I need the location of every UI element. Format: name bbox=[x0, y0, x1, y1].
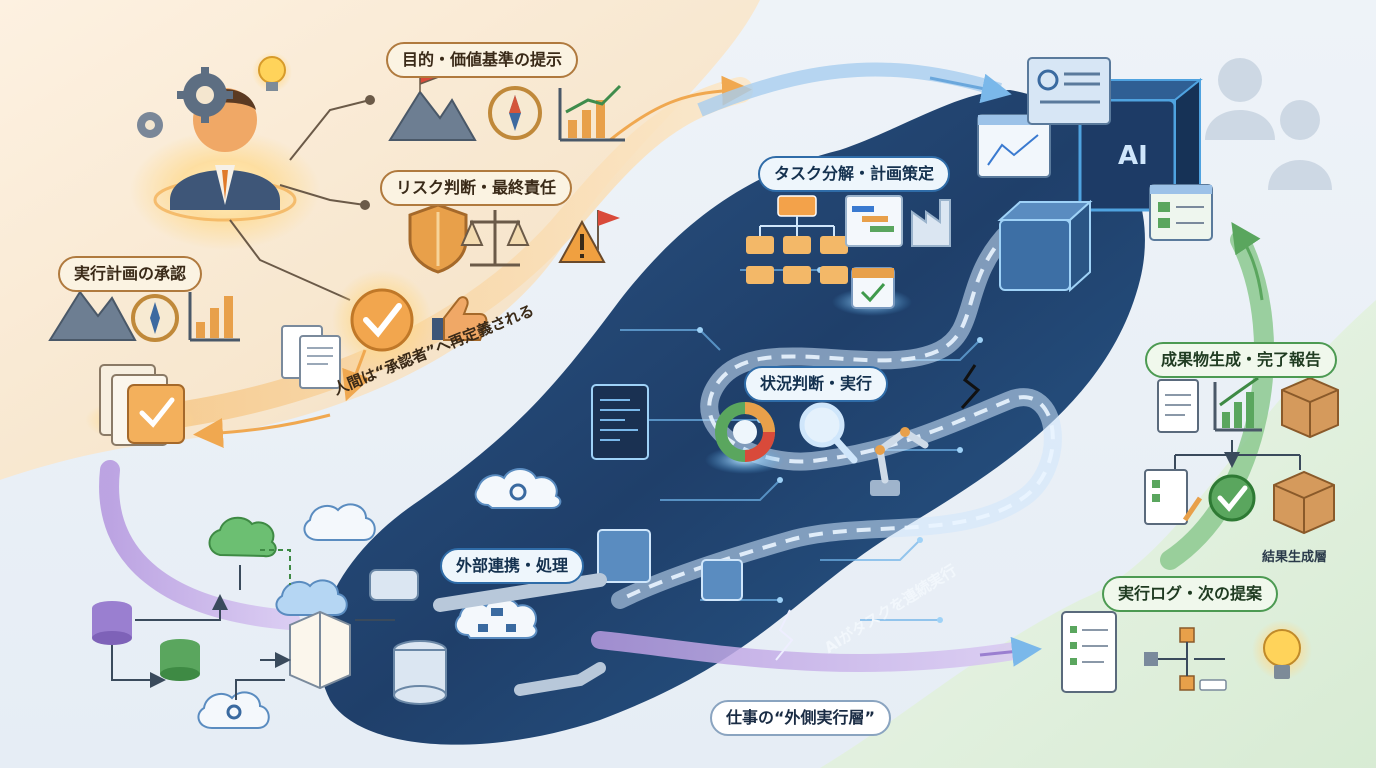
result-zone bbox=[820, 300, 1376, 768]
documents-icon bbox=[281, 325, 341, 389]
log-label: 実行ログ・次の提案 bbox=[1102, 576, 1279, 612]
purple-flow-arc bbox=[99, 460, 300, 630]
document-cube-icon bbox=[289, 610, 351, 690]
scales-icon bbox=[460, 210, 530, 267]
cloud-network-icon bbox=[454, 597, 538, 639]
thumbs-up-icon bbox=[432, 296, 488, 341]
compass-icon bbox=[488, 86, 542, 140]
robot-arm-icon bbox=[870, 427, 929, 496]
approve-check-icon bbox=[332, 270, 432, 370]
green-cloud-icon bbox=[208, 516, 277, 558]
donut-chart-icon bbox=[705, 402, 785, 474]
sync-cloud-icon bbox=[303, 503, 376, 541]
ai-chip-icon bbox=[1077, 77, 1203, 213]
code-window-icon bbox=[591, 384, 649, 460]
growth-chart-green-icon bbox=[1213, 376, 1262, 432]
green-return-arc bbox=[1160, 230, 1274, 570]
gantt-chart-icon bbox=[845, 195, 903, 247]
situation-label: 状況判断・実行 bbox=[744, 366, 889, 402]
result-layer-label: 結果生成層 bbox=[1262, 550, 1328, 565]
key-cloud-icon bbox=[275, 579, 348, 616]
storage-box-icon bbox=[369, 569, 419, 601]
approve-label: 実行計画の承認 bbox=[58, 256, 203, 292]
task-decompose-label: タスク分解・計画策定 bbox=[758, 156, 951, 192]
goals-label: 目的・価値基準の提示 bbox=[386, 42, 579, 78]
mountain-icon bbox=[48, 290, 137, 341]
orange-flow-arc bbox=[127, 77, 753, 433]
lightbulb-icon bbox=[252, 52, 292, 92]
growth-chart-icon bbox=[558, 84, 625, 142]
outer-layer-label: 仕事の“外側実行層” bbox=[710, 700, 892, 736]
flow-network-icon bbox=[1144, 627, 1227, 691]
log-scroll-icon bbox=[1061, 611, 1117, 693]
package-icon bbox=[1281, 376, 1339, 439]
user-silhouettes-icon bbox=[1205, 58, 1332, 190]
pipe-icon bbox=[433, 573, 607, 696]
deliverable-label: 成果物生成・完了報告 bbox=[1145, 342, 1338, 378]
factory-icon bbox=[911, 199, 951, 247]
edit-document-icon bbox=[1144, 469, 1203, 525]
approval-document-icon bbox=[85, 364, 195, 446]
cloud-gear-icon bbox=[474, 468, 562, 509]
database-icon bbox=[393, 640, 447, 705]
idea-bulb-icon bbox=[1252, 620, 1312, 680]
dashboard-icon bbox=[1027, 57, 1111, 125]
data-stack-green-icon bbox=[160, 639, 200, 681]
report-panel-icon bbox=[1149, 184, 1213, 241]
risk-label: リスク判断・最終責任 bbox=[380, 170, 573, 206]
settings-cloud-icon bbox=[197, 691, 270, 729]
open-box-icon bbox=[1273, 470, 1335, 535]
external-label: 外部連携・処理 bbox=[440, 548, 585, 584]
magnifier-icon bbox=[799, 402, 858, 464]
compass-small-icon bbox=[131, 294, 179, 342]
monitor-icon bbox=[977, 114, 1051, 178]
warning-flag-icon bbox=[558, 210, 620, 263]
complete-check-icon bbox=[1208, 474, 1256, 522]
gear-icon bbox=[177, 67, 233, 123]
shield-icon bbox=[408, 203, 468, 274]
task-tree-icon bbox=[746, 195, 848, 284]
data-stack-purple-icon bbox=[92, 601, 132, 645]
server-block-icon bbox=[597, 529, 743, 601]
calendar-check-icon bbox=[832, 267, 912, 316]
ai-chip-label: AI bbox=[1118, 141, 1148, 171]
bar-chart-icon bbox=[188, 292, 240, 342]
document-icon bbox=[1157, 379, 1199, 433]
server-cube-icon bbox=[997, 199, 1093, 293]
small-gear-icon bbox=[137, 112, 163, 138]
